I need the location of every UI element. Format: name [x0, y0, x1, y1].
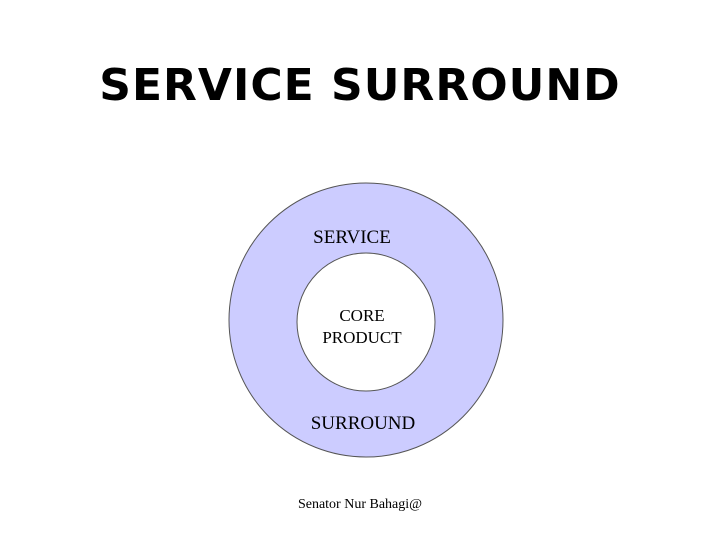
outer-label-top: SERVICE — [313, 227, 391, 248]
inner-label-line2: PRODUCT — [322, 328, 402, 347]
footer-credit: Senator Nur Bahagi@ — [297, 497, 423, 512]
outer-label-bottom: SURROUND — [311, 413, 416, 434]
slide-title: SERVICE SURROUND — [99, 60, 621, 111]
inner-label-line1: CORE — [339, 306, 384, 325]
inner-circle-core-product — [296, 252, 436, 392]
